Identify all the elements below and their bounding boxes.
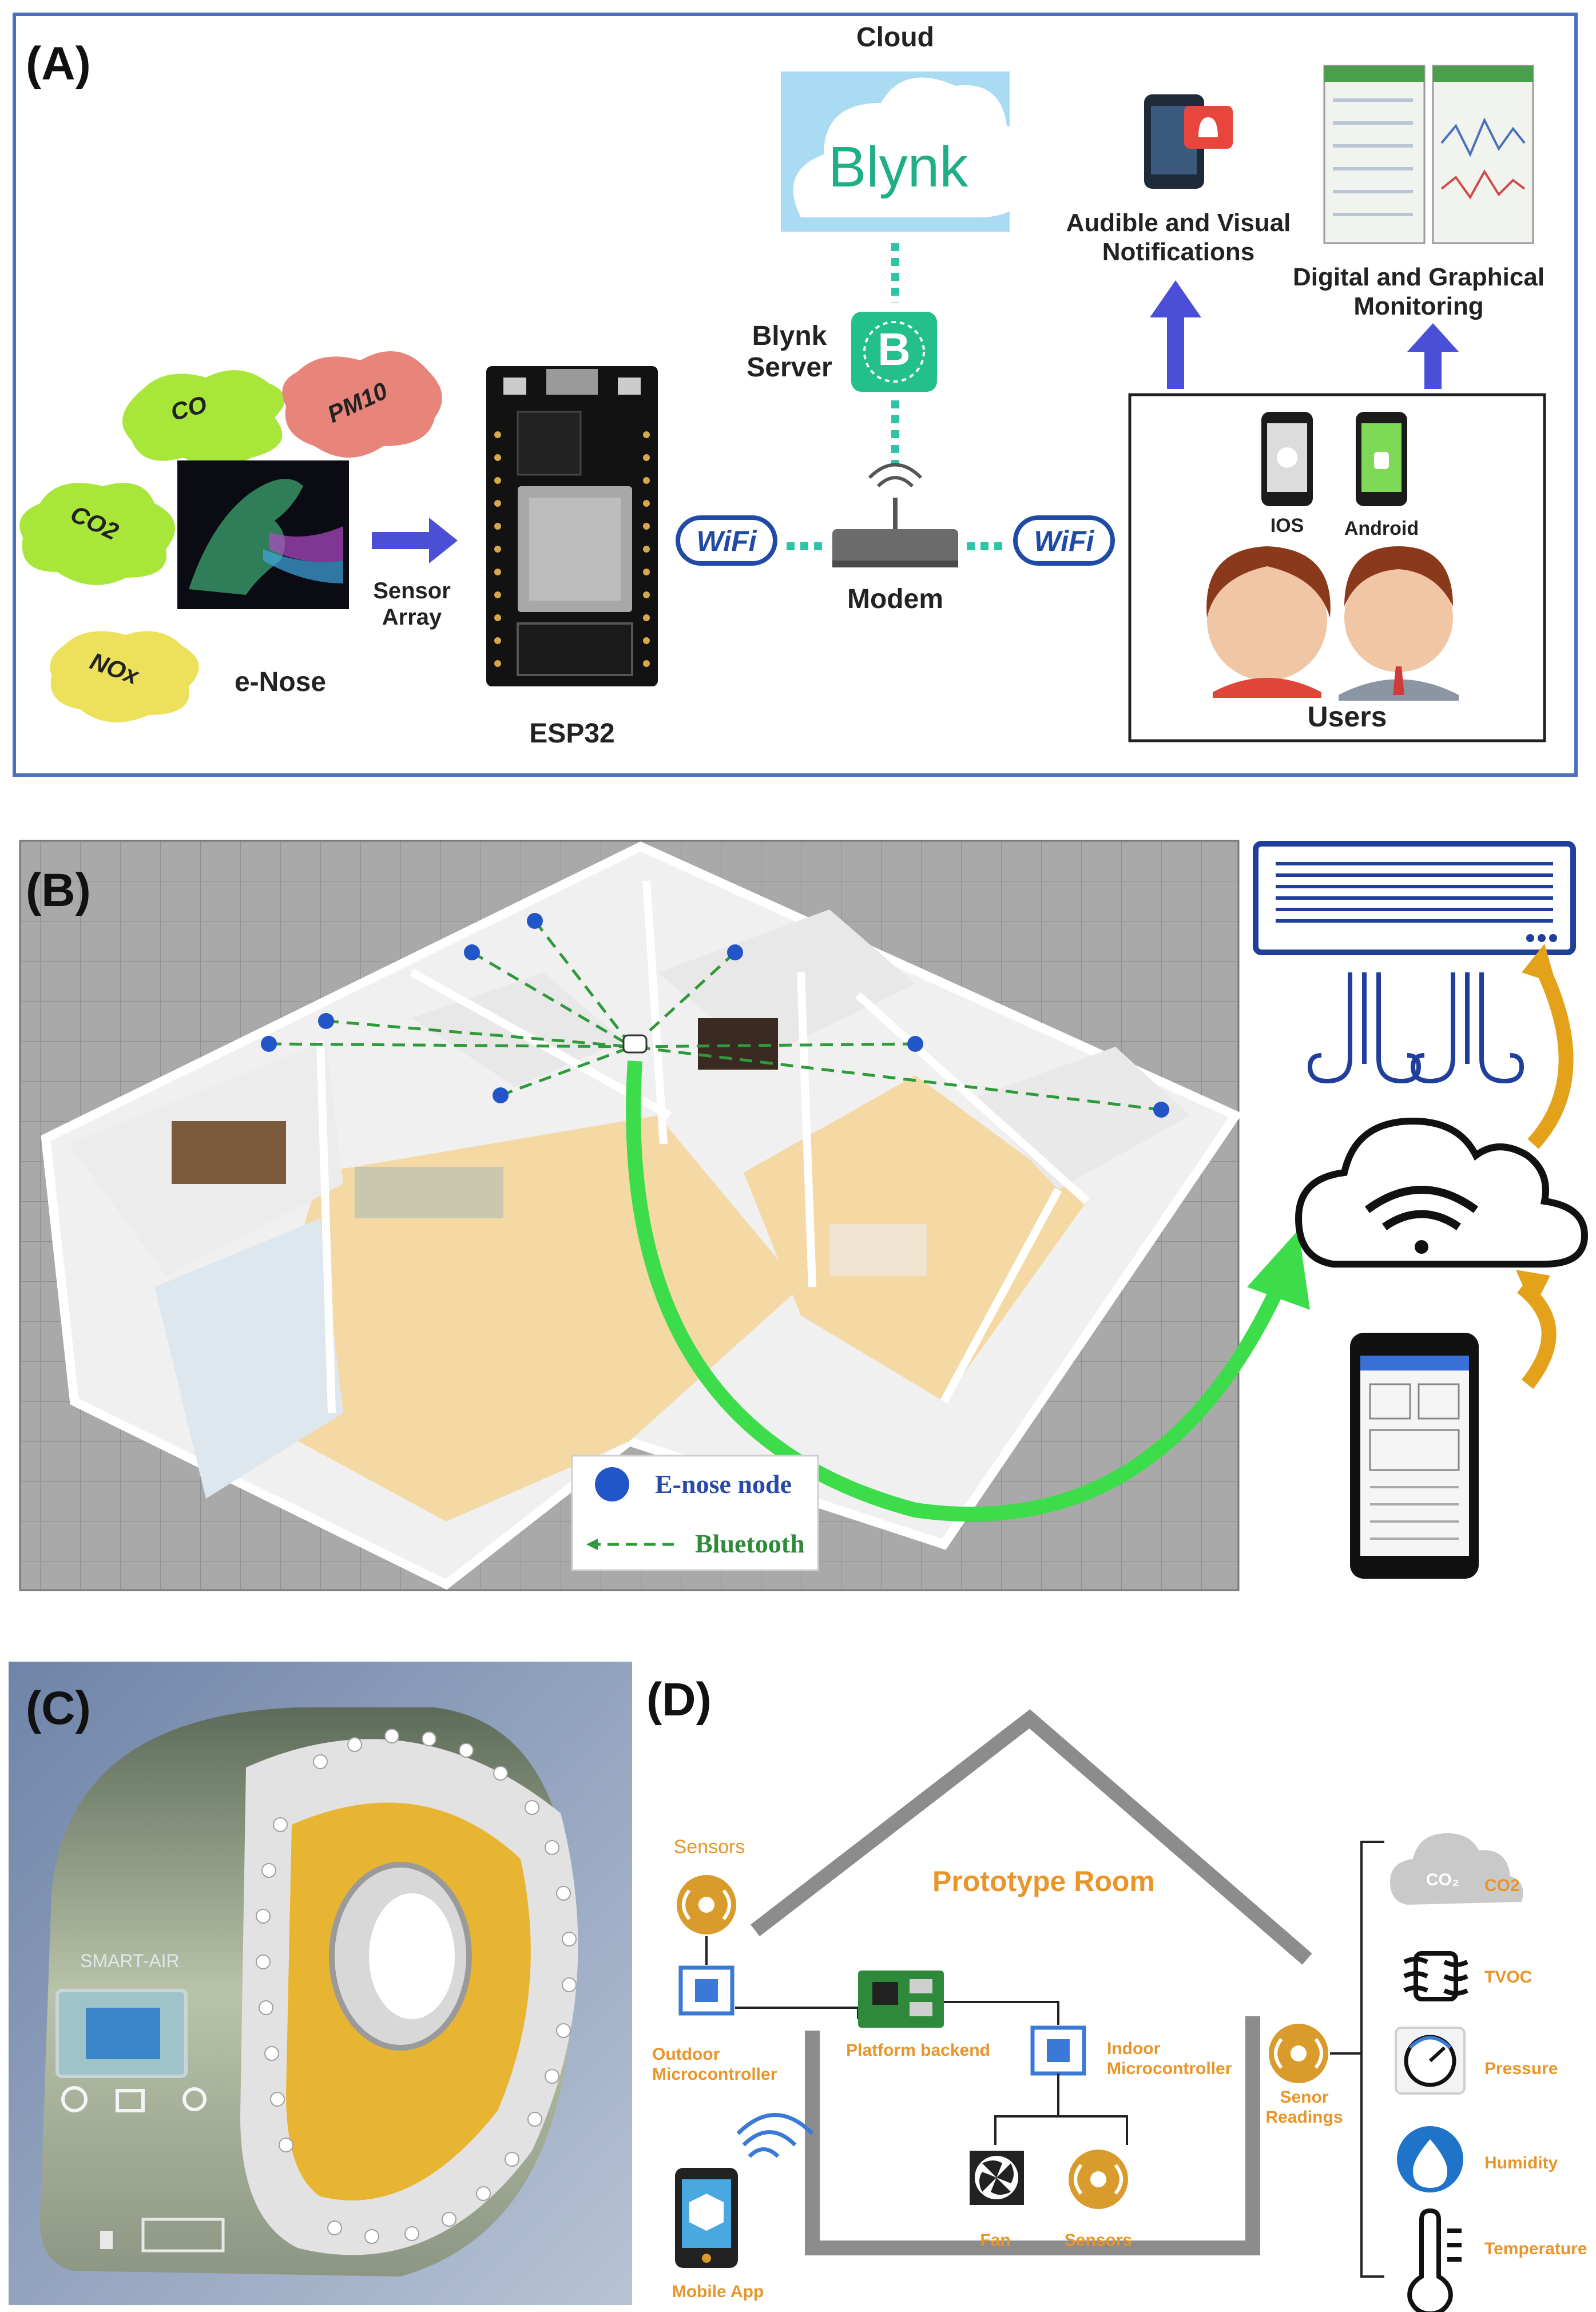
device-brand-text: SMART-AIR	[80, 1950, 180, 1971]
smartphone-app-icon	[1350, 1333, 1479, 1579]
esp32-label: ESP32	[529, 718, 615, 749]
panel-b-label: (B)	[26, 864, 91, 916]
air-conditioner-icon	[1253, 841, 1576, 955]
gateway-device	[622, 1034, 648, 1054]
esp32-board	[486, 366, 658, 686]
prototype-room-title: Prototype Room	[932, 1865, 1155, 1897]
wifi-badge-right	[1013, 515, 1115, 566]
panel-d-label: (D)	[646, 1674, 712, 1726]
android-label: Android	[1344, 518, 1419, 539]
wifi-text-right: WiFi	[1034, 525, 1094, 557]
temperature-icon	[1407, 2208, 1462, 2312]
legend-enose-node: E-nose node	[655, 1469, 792, 1499]
gas-blob-co	[122, 370, 285, 466]
mobile-app-icon	[675, 2113, 814, 2268]
senor-readings-label: Senor Readings	[1265, 2088, 1343, 2127]
cloud-label: Cloud	[856, 22, 934, 53]
bluetooth-lines	[268, 920, 1162, 1111]
sensors-bottom-label: Sensors	[1064, 2231, 1133, 2250]
reading-humidity: Humidity	[1484, 2154, 1558, 2172]
reading-temperature: Temperature	[1484, 2239, 1587, 2258]
panel-a-frame	[13, 13, 1578, 777]
reading-co2: CO2	[1484, 1876, 1520, 1895]
panel-a-graphics	[13, 13, 1578, 777]
modem-icon	[832, 463, 958, 567]
platform-backend-board	[858, 1971, 944, 2028]
enose-node	[464, 944, 480, 960]
blynk-server-letter: B	[878, 324, 911, 375]
enose-node	[318, 1013, 334, 1029]
sensor-array-label: Sensor Array	[373, 578, 451, 630]
platform-backend-label: Platform backend	[846, 2041, 990, 2060]
enose-label: e-Nose	[234, 667, 327, 697]
panel-a-label: (A)	[26, 38, 91, 90]
fan-label: Fan	[980, 2231, 1011, 2250]
enose-nodes	[261, 913, 1169, 1118]
reading-pressure: Pressure	[1484, 2059, 1558, 2078]
panel-b-graphics	[19, 840, 1589, 1591]
airflow-icon	[1307, 972, 1524, 1084]
female-user-avatar	[1206, 546, 1331, 698]
notifications-label: Audible and Visual Notifications	[1066, 209, 1291, 266]
smart-air-device	[40, 1707, 578, 2277]
green-upload-arrow	[626, 1060, 1283, 1522]
enose-node	[907, 1036, 923, 1052]
house-walls	[805, 2016, 1260, 2255]
users-box	[1128, 393, 1546, 742]
outdoor-microcontroller-icon	[678, 1965, 735, 2016]
reading-tvoc: TVOC	[1484, 1968, 1533, 1987]
enose-node	[727, 944, 743, 960]
sensor-array-arrow	[372, 518, 458, 563]
co2-icon-text: CO₂	[1426, 1870, 1460, 1889]
wifi-badge-left	[676, 515, 777, 566]
blynk-logo-text: Blynk	[828, 135, 968, 199]
ios-label: IOS	[1270, 515, 1304, 537]
enose-node	[1153, 1102, 1169, 1118]
mobile-app-label: Mobile App	[672, 2282, 764, 2301]
panel-c-label: (C)	[26, 1682, 91, 1734]
enose-node	[527, 913, 543, 929]
users-label: Users	[1307, 701, 1387, 733]
male-user-avatar	[1339, 546, 1459, 701]
modem-label: Modem	[847, 584, 943, 614]
android-phone-icon	[1356, 412, 1407, 506]
wifi-text-left: WiFi	[696, 525, 757, 557]
monitoring-label: Digital and Graphical Monitoring	[1292, 263, 1545, 320]
readings-bracket	[1360, 1841, 1384, 2278]
enose-node	[261, 1036, 277, 1052]
indoor-microcontroller-icon	[1030, 2025, 1086, 2076]
tvoc-icon	[1403, 1951, 1468, 2001]
pressure-gauge-icon	[1395, 2027, 1466, 2095]
gas-blob-co2	[19, 483, 176, 585]
gold-arrow-up	[1527, 958, 1574, 1149]
cloud-icon	[793, 77, 1035, 217]
ios-phone-icon	[1261, 412, 1313, 506]
sensors-top-label: Sensors	[673, 1836, 745, 1858]
monitoring-arrow	[1407, 323, 1459, 389]
fan-icon	[970, 2151, 1024, 2205]
monitoring-screens	[1323, 65, 1534, 244]
blynk-server-label: Blynk Server	[747, 321, 832, 383]
outdoor-microcontroller-label: Outdoor Microcontroller	[652, 2045, 777, 2084]
notifications-arrow	[1150, 280, 1201, 389]
notification-phone-icon	[1144, 94, 1233, 189]
co2-cloud-icon	[1390, 1833, 1523, 1905]
gas-blob-nox	[50, 631, 199, 722]
humidity-icon	[1397, 2126, 1463, 2192]
legend-bluetooth: Bluetooth	[695, 1529, 805, 1558]
gas-blob-pm10	[282, 351, 442, 458]
enose-node	[493, 1087, 509, 1103]
indoor-microcontroller-label: Indoor Microcontroller	[1107, 2039, 1232, 2078]
house-roof	[751, 1709, 1312, 1965]
